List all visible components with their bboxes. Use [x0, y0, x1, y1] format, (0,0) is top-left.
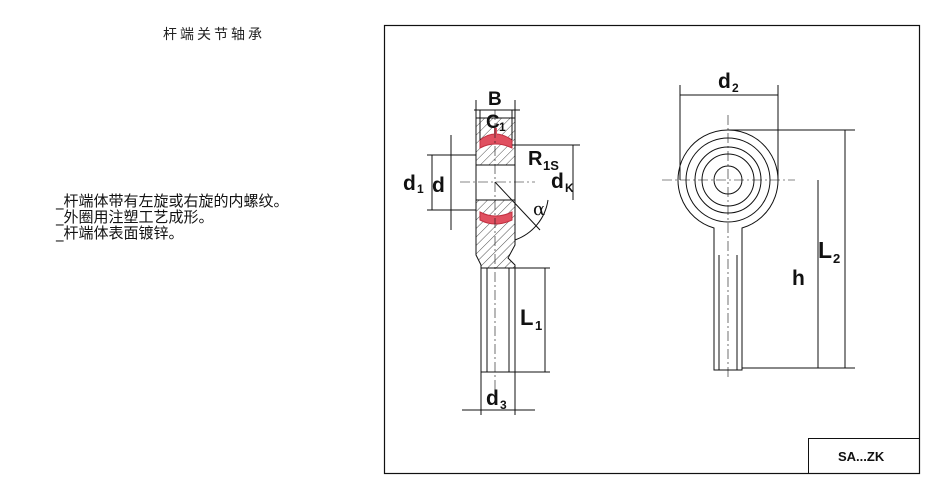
label-h: h — [792, 267, 805, 290]
label-dK: d — [551, 170, 564, 193]
model-code: SA...ZK — [838, 449, 885, 464]
label-B: B — [488, 89, 502, 110]
label-d1: d — [403, 172, 416, 195]
svg-text:1: 1 — [417, 182, 424, 196]
label-d3: d — [486, 387, 499, 410]
svg-text:1: 1 — [499, 120, 506, 134]
label-L1: L — [520, 305, 533, 330]
svg-text:2: 2 — [732, 81, 739, 95]
side-section-view — [427, 100, 580, 415]
svg-text:1S: 1S — [543, 158, 559, 173]
svg-text:2: 2 — [833, 251, 840, 266]
feature-list: _杆端体带有左旋或右旋的内螺纹。 _外圈用注塑工艺成形。 _杆端体表面镀锌。 — [56, 193, 289, 241]
svg-text:3: 3 — [500, 398, 507, 412]
label-alpha: α — [533, 199, 545, 220]
label-d: d — [432, 174, 445, 197]
label-L2: L — [818, 237, 832, 263]
svg-text:K: K — [565, 181, 574, 195]
drawing-frame — [383, 24, 921, 475]
feature-item: _杆端体表面镀锌。 — [56, 224, 184, 242]
title-block — [808, 438, 920, 474]
svg-text:1: 1 — [535, 318, 542, 333]
label-C1: C — [486, 112, 500, 133]
label-R1s: R — [528, 148, 543, 170]
feature-item: _外圈用注塑工艺成形。 — [56, 208, 214, 226]
page-title: 杆端关节轴承 — [163, 27, 265, 43]
label-d2: d — [718, 70, 731, 93]
feature-item: _杆端体带有左旋或右旋的内螺纹。 — [56, 192, 289, 210]
front-view — [662, 85, 855, 380]
